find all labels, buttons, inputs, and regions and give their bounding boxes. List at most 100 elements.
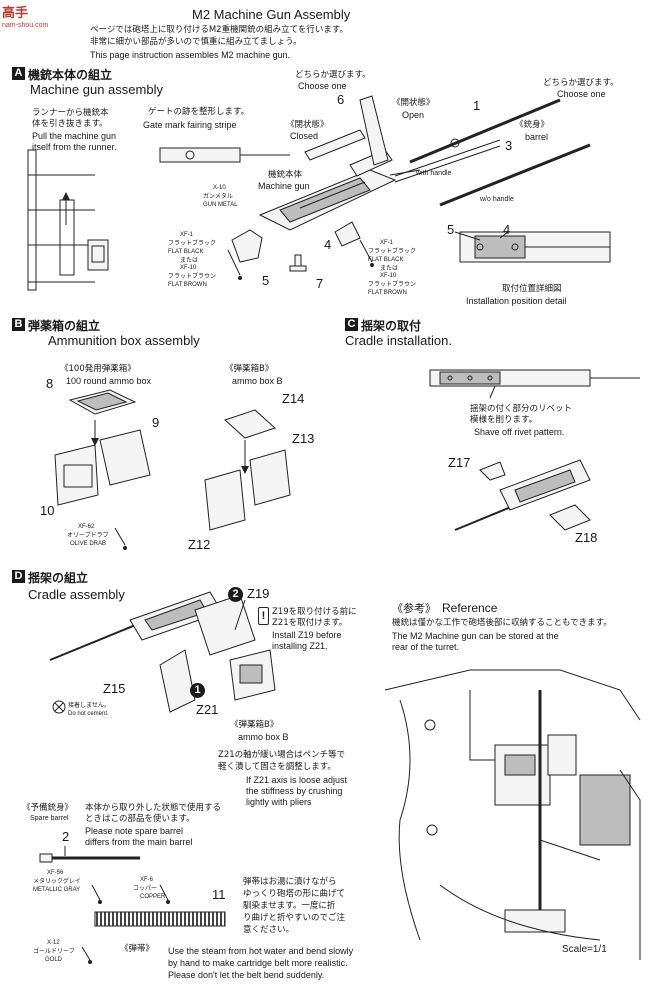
section-a-badge: A (12, 67, 25, 80)
cover-closed-drawing (304, 129, 366, 161)
paint-xf56-jp: メタリックグレイ (33, 878, 81, 885)
belt-jp-5: 意ください。 (243, 925, 295, 935)
part-3: 3 (505, 138, 513, 153)
paint-or-2: または (380, 265, 399, 272)
paint-xf62-en: OLIVE DRAB (70, 541, 107, 547)
axis-note-en-3: lightly with pliers (246, 797, 312, 807)
spare-jp-1: 本体から取り外した状態で使用する (85, 803, 222, 813)
reference-en-2: rear of the turret. (392, 642, 460, 652)
paint-xf10b-en-1: FLAT BROWN (168, 282, 207, 288)
paint-xf1-code-2: XF-1 (380, 240, 394, 246)
detail-part-4: 4 (503, 222, 511, 237)
part-z13: Z13 (292, 431, 315, 446)
spare-en-2: differs from the main barrel (85, 837, 193, 847)
barrel-en: barrel (525, 132, 549, 142)
belt-title-jp: 《弾帯》 (120, 944, 155, 954)
barrel-without-handle (439, 143, 591, 207)
choose-jp-1: どちらか選びます。 (295, 70, 371, 80)
section-d-subtitle: Cradle assembly (28, 587, 125, 602)
paint-x10-code: X-10 (213, 185, 226, 191)
paint-xf1-jp: フラットブラック (168, 240, 217, 247)
axis-note-jp-1: Z21の軸が緩い場合はペンチ等で (218, 750, 346, 760)
open-jp: 《開状態》 (392, 98, 435, 108)
detail-part-5: 5 (447, 222, 455, 237)
step-1-marker: 1 (190, 683, 205, 698)
part-7-drawing (289, 254, 307, 272)
closed-jp: 《閉状態》 (286, 120, 329, 130)
part-z21: Z21 (196, 702, 219, 717)
boxb-en: ammo box B (232, 376, 283, 386)
cover-open-drawing (359, 95, 389, 166)
reference-title-jp: 《参考》 (392, 602, 436, 615)
scale-label: Scale=1/1 (562, 944, 607, 955)
gate-jp: ゲートの跡を整形します。 (148, 107, 250, 117)
paint-xf62-code: XF-62 (78, 524, 95, 530)
intro-jp-1: ページでは砲塔上に取り付けるM2重機関銃の組み立てを行います。 (90, 25, 349, 35)
ammo-belt-drawing (94, 911, 226, 927)
part-9: 9 (152, 415, 160, 430)
runner-en-1: Pull the machine gun (32, 131, 117, 141)
runner-jp-2: 体を引き抜きます。 (32, 119, 108, 129)
gate-en: Gate mark fairing stripe (143, 120, 237, 130)
runner-en-2: itself from the runner. (32, 142, 117, 152)
rivet-jp-1: 揺架の付く部分のリベット (470, 404, 573, 414)
detail-jp: 取付位置詳細図 (502, 284, 562, 294)
part-4: 4 (324, 237, 332, 252)
spare-jp-2: ときはこの部品を使います。 (85, 814, 195, 824)
part-z15: Z15 (103, 681, 126, 696)
runner-jp-1: ランナーから機銃本 (32, 108, 109, 118)
paint-xf1-en-2: FLAT BLACK (368, 257, 404, 263)
paint-xf6-en: COPPER (140, 894, 166, 900)
paint-brush-icons (81, 239, 374, 964)
machine-gun-en: Machine gun (258, 181, 310, 191)
no-cement-en: Do not cement. (68, 711, 109, 717)
runner-drawing (27, 149, 109, 291)
z19-note-jp-1: Z19を取り付ける前に (272, 607, 357, 617)
machine-gun-jp: 機銃本体 (268, 170, 303, 180)
installation-detail-drawing (454, 231, 611, 263)
rivet-jp-2: 模様を削ります。 (470, 415, 538, 425)
paint-x12-en: GOLD (45, 957, 63, 963)
box100-en: 100 round ammo box (66, 376, 152, 386)
with-handle-label: with handle (416, 170, 452, 177)
part-5: 5 (262, 273, 270, 288)
page-title: M2 Machine Gun Assembly (192, 7, 351, 22)
section-c-subtitle: Cradle installation. (345, 333, 452, 348)
section-d-badge: D (12, 570, 25, 583)
part-8: 8 (46, 376, 54, 391)
paint-xf10b-jp-2: フラットブラウン (368, 281, 417, 288)
spare-title-en: Spare barrel (30, 815, 69, 822)
axis-note-en-1: If Z21 axis is loose adjust (246, 775, 348, 785)
closed-en: Closed (290, 131, 319, 141)
caution-icon: ! (258, 607, 269, 625)
boxb-d-en: ammo box B (238, 732, 289, 742)
paint-xf1-en: FLAT BLACK (168, 249, 204, 255)
gate-mark-drawing (159, 147, 290, 163)
section-b-badge: B (12, 318, 25, 331)
axis-note-jp-2: 軽く潰して固さを調整します。 (218, 762, 336, 772)
belt-en-2: by hand to make cartridge belt more real… (168, 958, 348, 968)
belt-jp-2: ゆっくり砲塔の形に曲げて (243, 889, 346, 899)
reference-en-1: The M2 Machine gun can be stored at the (392, 631, 559, 641)
paint-xf56-en: METALLIC GRAY (33, 887, 81, 893)
box100-jp: 《100発用弾薬箱》 (60, 364, 136, 374)
cradle-assembly-drawing (49, 591, 276, 713)
section-b-subtitle: Ammunition box assembly (48, 333, 200, 348)
belt-en-3: Please don't let the belt bend suddenly. (168, 970, 325, 980)
part-7: 7 (316, 276, 324, 291)
detail-en: Installation position detail (466, 296, 567, 306)
belt-jp-3: 馴染ませます。一度に折 (243, 901, 336, 911)
without-handle-label: w/o handle (480, 196, 514, 203)
intro-en: This page instruction assembles M2 machi… (90, 50, 291, 60)
choose-jp-2: どちらか選びます。 (543, 78, 619, 88)
paint-xf10b-code-2: XF-10 (380, 273, 397, 279)
paint-xf10b-jp-1: フラットブラウン (168, 273, 217, 280)
part-4-drawing (334, 221, 361, 247)
paint-x12-code: X-12 (47, 940, 60, 946)
part-z12: Z12 (188, 537, 211, 552)
reference-jp: 機銃は僅かな工作で砲塔後部に収納することもできます。 (392, 618, 612, 628)
z19-note-en-2: installing Z21. (272, 641, 328, 651)
